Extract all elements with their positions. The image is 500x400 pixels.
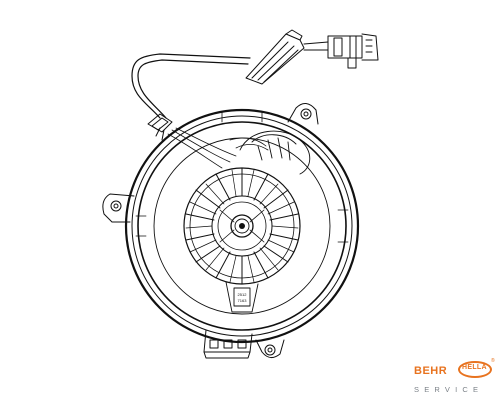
registered-mark: ® bbox=[491, 358, 495, 364]
mounting-tab-top-right bbox=[287, 103, 319, 125]
brand-logo: BEHR HELLA ® SERVICE bbox=[414, 358, 498, 397]
service-tagline: SERVICE bbox=[414, 385, 484, 394]
housing bbox=[124, 108, 360, 344]
fan-blades bbox=[185, 167, 299, 285]
part-label-block bbox=[225, 281, 259, 313]
brand-row: BEHR HELLA ® bbox=[414, 358, 498, 381]
hella-oval bbox=[458, 361, 492, 378]
cable-end bbox=[303, 41, 329, 51]
hella-logo: HELLA ® bbox=[458, 358, 496, 381]
part-label-line2: 7163 bbox=[238, 298, 248, 303]
electrical-connector bbox=[327, 33, 379, 69]
mounting-tab-left bbox=[102, 193, 135, 223]
blade-tips bbox=[185, 169, 299, 283]
motor-hub bbox=[219, 209, 265, 243]
cable-clip bbox=[245, 29, 305, 85]
behr-wordmark: BEHR bbox=[414, 365, 448, 377]
hella-wordmark: HELLA bbox=[462, 364, 487, 371]
coil-lobe bbox=[239, 130, 311, 175]
cable-entry bbox=[147, 113, 173, 141]
bottom-bracket bbox=[203, 329, 253, 359]
internal-wiring bbox=[167, 127, 269, 169]
mounting-tab-bottom-right bbox=[255, 339, 285, 358]
cable bbox=[131, 53, 251, 119]
part-label-line1: 2512 bbox=[238, 292, 248, 297]
housing-ribs bbox=[135, 111, 349, 243]
